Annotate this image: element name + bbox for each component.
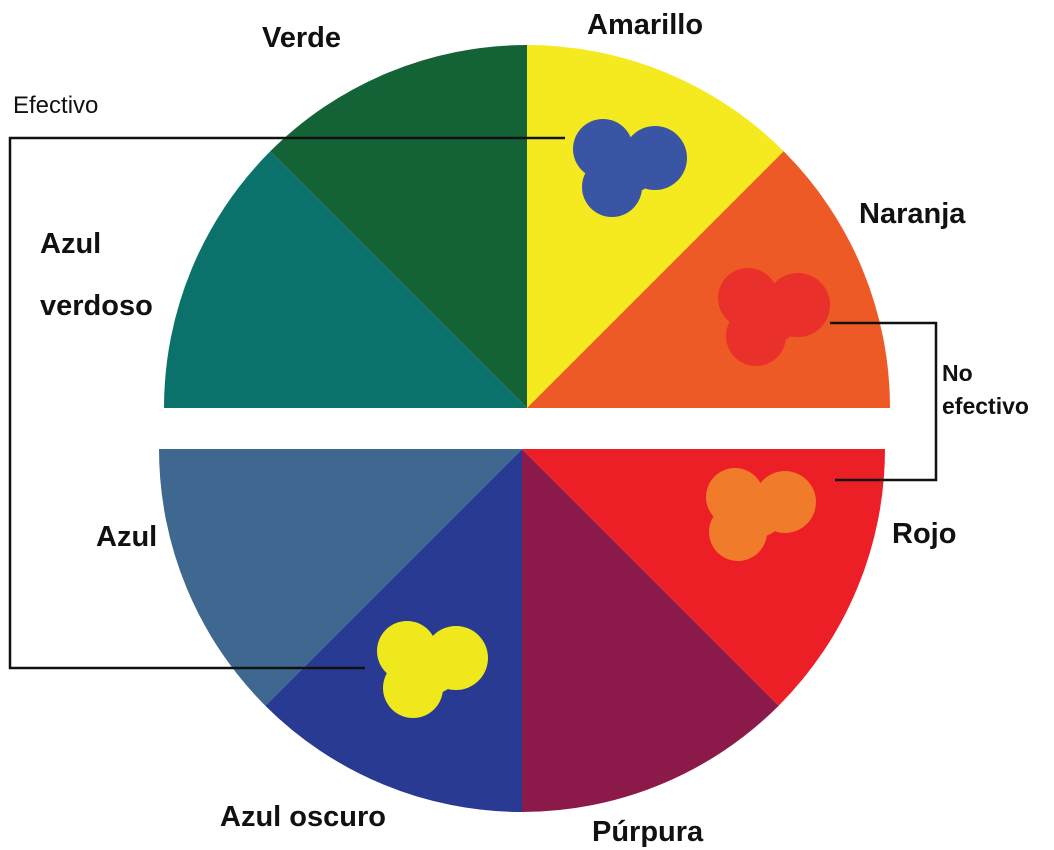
segment-verde bbox=[270, 45, 527, 408]
label-verde: Verde bbox=[262, 22, 341, 54]
label-amarillo: Amarillo bbox=[587, 9, 703, 41]
label-no-efectivo-line2: efectivo bbox=[942, 393, 1029, 419]
not-effective-connector-line bbox=[830, 321, 938, 482]
label-efectivo: Efectivo bbox=[13, 92, 98, 119]
label-azul-verdoso-line1: Azul bbox=[40, 228, 101, 260]
blob-red bbox=[718, 268, 830, 366]
segment-naranja bbox=[527, 151, 891, 409]
label-purpura: Púrpura bbox=[592, 816, 704, 848]
effective-connector-line bbox=[8, 136, 565, 670]
label-no-efectivo-line1: No bbox=[942, 360, 973, 386]
label-azul-verdoso-line2: verdoso bbox=[40, 290, 153, 322]
label-naranja: Naranja bbox=[859, 198, 966, 230]
blob-yellow bbox=[377, 621, 488, 718]
segment-azul-verdoso bbox=[163, 151, 527, 409]
segment-purpura bbox=[522, 449, 779, 812]
label-azul: Azul bbox=[96, 521, 157, 553]
blob-orange bbox=[706, 468, 816, 561]
blob-blue bbox=[573, 119, 687, 217]
label-azul-oscuro: Azul oscuro bbox=[220, 801, 386, 833]
segment-azul bbox=[159, 449, 522, 706]
label-rojo: Rojo bbox=[892, 518, 956, 550]
